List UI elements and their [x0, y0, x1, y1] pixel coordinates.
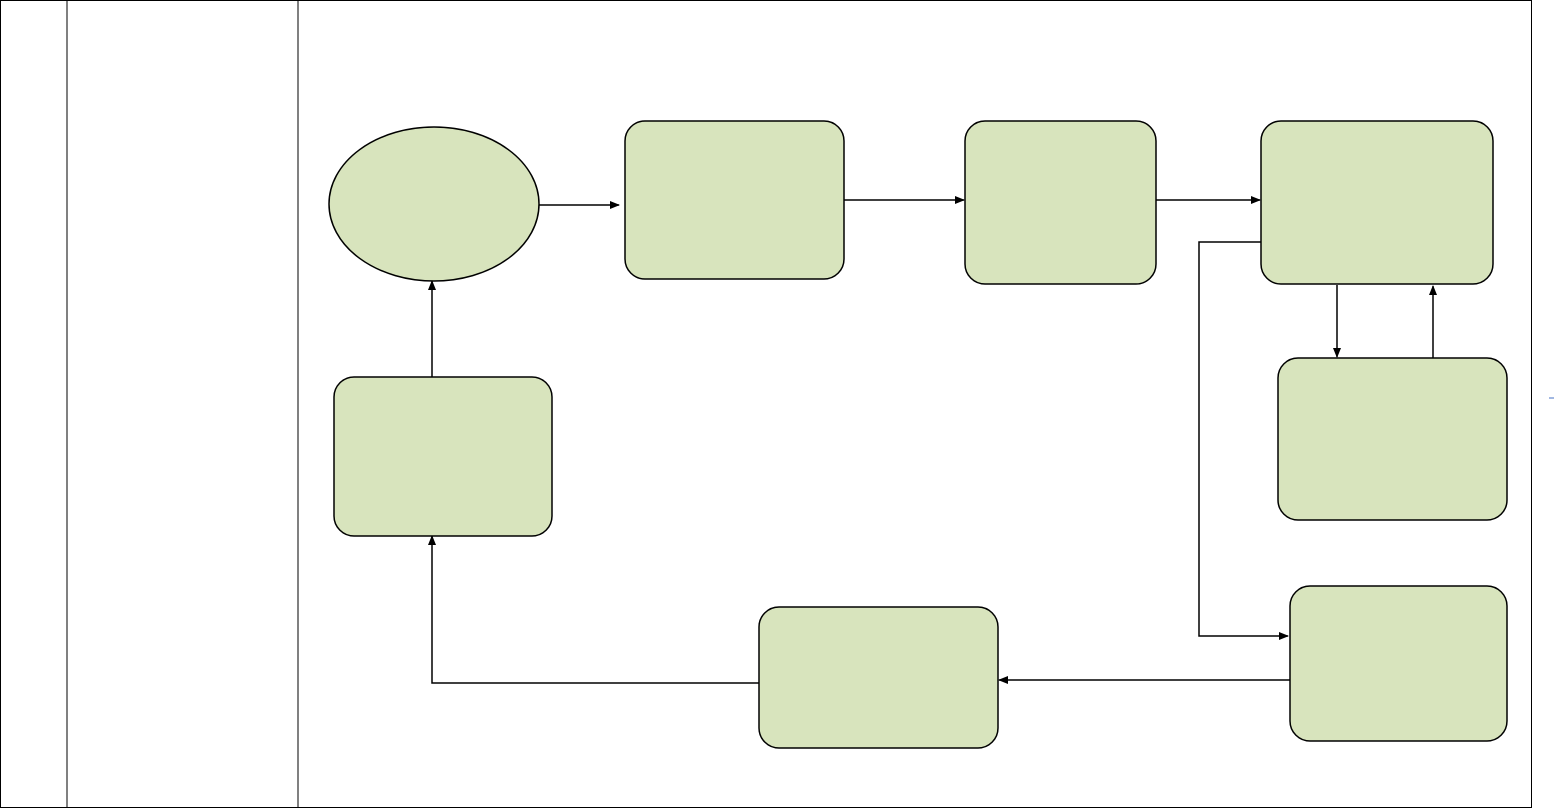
node-box-right-side: [1277, 357, 1508, 521]
arrow-box-top-3-to-right-bottom: [1198, 241, 1289, 640]
arrow-bottom-center-to-box-left: [428, 535, 759, 684]
connectors: [428, 196, 1437, 684]
node-box-top-3: [1260, 120, 1494, 285]
node-box-right-bottom: [1289, 585, 1508, 742]
node-box-top-1: [624, 120, 845, 280]
node-start-ellipse: [328, 126, 540, 282]
node-box-top-2: [964, 120, 1157, 285]
node-box-bottom-center: [758, 606, 999, 749]
node-box-left: [333, 376, 553, 537]
nodes: [328, 120, 1508, 749]
